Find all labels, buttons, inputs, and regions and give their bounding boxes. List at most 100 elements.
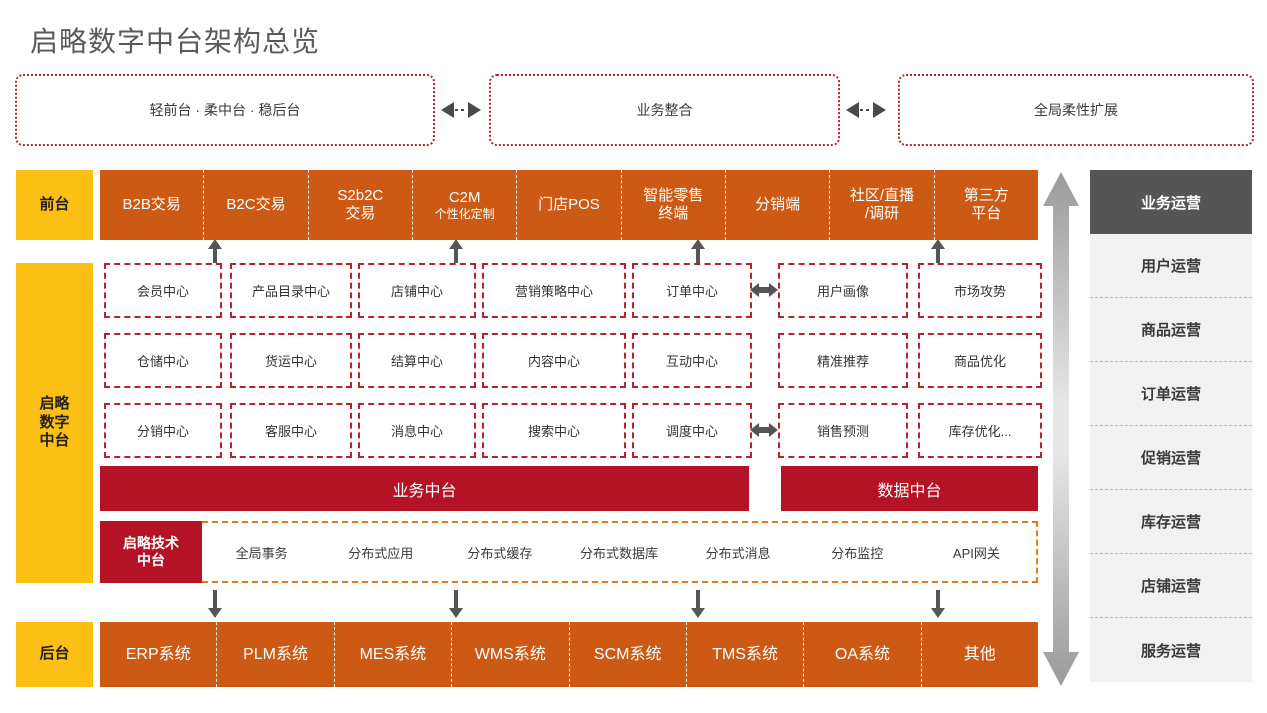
capability-cell-business[interactable]: 货运中心 [230, 333, 352, 388]
operations-rail-item[interactable]: 用户运营 [1090, 234, 1252, 298]
bidirectional-arrow-icon-0 [441, 100, 481, 120]
capability-cell-business[interactable]: 结算中心 [358, 333, 476, 388]
tech-platform-item[interactable]: 全局事务 [235, 545, 288, 561]
front-app-sublabel: /调研 [864, 205, 900, 222]
back-system-label: WMS系统 [474, 645, 546, 663]
tech-platform-item[interactable]: 分布式数据库 [579, 545, 658, 561]
capability-row: 分销中心 客服中心 消息中心搜索中心 调度中心 销售预测 库存优化... [100, 403, 1042, 458]
down-arrow-icon [208, 590, 222, 618]
capability-cell-business[interactable]: 互动中心 [632, 333, 752, 388]
tech-platform-tag: 启略技术 中台 [100, 521, 202, 583]
operations-rail-item[interactable]: 商品运营 [1090, 298, 1252, 362]
front-app-cell[interactable]: 智能零售终端 [622, 170, 726, 240]
front-app-cell[interactable]: B2B交易 [100, 170, 205, 240]
down-arrow-icon [691, 590, 705, 618]
back-system-label: TMS系统 [712, 645, 778, 663]
front-app-cell[interactable]: 社区/直播/调研 [830, 170, 935, 240]
capability-cell-label: 库存优化... [948, 424, 1012, 439]
operations-rail-label: 用户运营 [1140, 258, 1201, 275]
back-system-cell[interactable]: SCM系统 [570, 622, 687, 687]
principle-label: 全局柔性扩展 [1034, 102, 1118, 118]
capability-cell-business[interactable]: 调度中心 [632, 403, 752, 458]
capability-cell-business[interactable]: 内容中心 [482, 333, 626, 388]
back-system-label: PLM系统 [243, 645, 309, 663]
operations-rail-label: 店铺运营 [1140, 578, 1201, 595]
capability-cell-business[interactable]: 店铺中心 [358, 263, 476, 318]
back-system-label: 其他 [963, 645, 996, 663]
layer-label-middle-line-2: 中台 [39, 432, 70, 450]
operations-rail-item[interactable]: 服务运营 [1090, 618, 1252, 682]
operations-rail-item[interactable]: 店铺运营 [1090, 554, 1252, 618]
capability-cell-label: 店铺中心 [390, 284, 443, 299]
front-app-cell[interactable]: 门店POS [517, 170, 622, 240]
front-app-label: B2C交易 [226, 196, 286, 213]
capability-cell-business[interactable]: 产品目录中心 [230, 263, 352, 318]
tech-platform-row: 启略技术 中台 全局事务 分布式应用 分布式缓存 分布式数据库 分布式消息 分布监控 API… [100, 521, 1038, 583]
page-title: 启略数字中台架构总览 [30, 26, 321, 57]
capability-cell-business[interactable]: 营销策略中心 [482, 263, 626, 318]
capability-cell-label: 调度中心 [665, 424, 718, 439]
capability-cell-business[interactable]: 搜索中心 [482, 403, 626, 458]
up-arrow-icon [449, 239, 463, 267]
tech-platform-tag-line-1: 中台 [137, 552, 165, 568]
operations-rail-item[interactable]: 业务运营 [1090, 170, 1252, 234]
capability-cell-data[interactable]: 销售预测 [778, 403, 908, 458]
tech-platform-item[interactable]: 分布式应用 [348, 545, 414, 561]
operations-rail-item[interactable]: 订单运营 [1090, 362, 1252, 426]
capability-cell-data[interactable]: 商品优化 [918, 333, 1042, 388]
front-app-label: 智能零售 [643, 187, 704, 204]
back-system-cell[interactable]: MES系统 [335, 622, 453, 687]
capability-cell-label: 客服中心 [264, 424, 317, 439]
up-arrow-icon [691, 239, 705, 267]
capability-cell-data[interactable]: 精准推荐 [778, 333, 908, 388]
back-system-cell[interactable]: WMS系统 [452, 622, 570, 687]
principle-box-1: 业务整合 [489, 74, 840, 146]
capability-cell-business[interactable]: 分销中心 [104, 403, 222, 458]
capability-row: 仓储中心货运中心 结算中心 内容中心互动中心精准推荐商品优化 [100, 333, 1042, 388]
operations-rail-item[interactable]: 促销运营 [1090, 426, 1252, 490]
front-app-sublabel: 交易 [345, 205, 376, 222]
operations-rail-item[interactable]: 库存运营 [1090, 490, 1252, 554]
capability-cell-label: 市场攻势 [953, 284, 1006, 299]
operations-rail-label: 业务运营 [1140, 194, 1201, 212]
capability-cell-business[interactable]: 消息中心 [358, 403, 476, 458]
capability-cell-data[interactable]: 库存优化... [918, 403, 1042, 458]
capability-cell-business[interactable]: 客服中心 [230, 403, 352, 458]
back-system-label: OA系统 [834, 645, 890, 663]
tech-platform-item[interactable]: API网关 [952, 545, 1000, 561]
front-app-cell[interactable]: B2C交易 [204, 170, 309, 240]
platform-bar-label: 数据中台 [877, 482, 942, 500]
capability-cell-label: 会员中心 [136, 284, 189, 299]
tech-platform-tag-line-0: 启略技术 [123, 535, 179, 552]
front-app-sublabel: 个性化定制 [434, 206, 495, 221]
capability-cell-business[interactable]: 会员中心 [104, 263, 222, 318]
capability-cell-business[interactable]: 仓储中心 [104, 333, 222, 388]
back-system-cell[interactable]: PLM系统 [217, 622, 335, 687]
tech-platform-item[interactable]: 分布监控 [831, 545, 884, 561]
principle-label: 业务整合 [636, 102, 693, 118]
layer-label-front: 前台 [16, 170, 93, 240]
layer-label-middle: 启略 数字 中台 [16, 263, 93, 583]
tech-platform-item[interactable]: 分布式消息 [705, 545, 771, 561]
tech-platform-item[interactable]: 分布式缓存 [467, 545, 533, 561]
front-app-cell[interactable]: 分销端 [726, 170, 831, 240]
back-system-cell[interactable]: 其他 [922, 622, 1038, 687]
capability-cell-label: 结算中心 [390, 354, 443, 369]
front-app-cell[interactable]: 第三方平台 [935, 170, 1038, 240]
front-app-label: B2B交易 [122, 196, 181, 213]
capability-cell-business[interactable]: 订单中心 [632, 263, 752, 318]
capability-cell-data[interactable]: 市场攻势 [918, 263, 1042, 318]
back-system-cell[interactable]: TMS系统 [687, 622, 805, 687]
layer-label-back: 后台 [16, 622, 93, 687]
back-system-cell[interactable]: OA系统 [804, 622, 922, 687]
down-arrow-icon [931, 590, 945, 618]
capability-cell-data[interactable]: 用户画像 [778, 263, 908, 318]
layer-label-middle-line-1: 数字 [39, 413, 70, 431]
back-system-cell[interactable]: ERP系统 [100, 622, 218, 687]
front-app-sublabel: 平台 [971, 205, 1002, 222]
layer-label-middle-line-0: 启略 [39, 394, 70, 412]
front-app-label: 分销端 [755, 196, 801, 213]
